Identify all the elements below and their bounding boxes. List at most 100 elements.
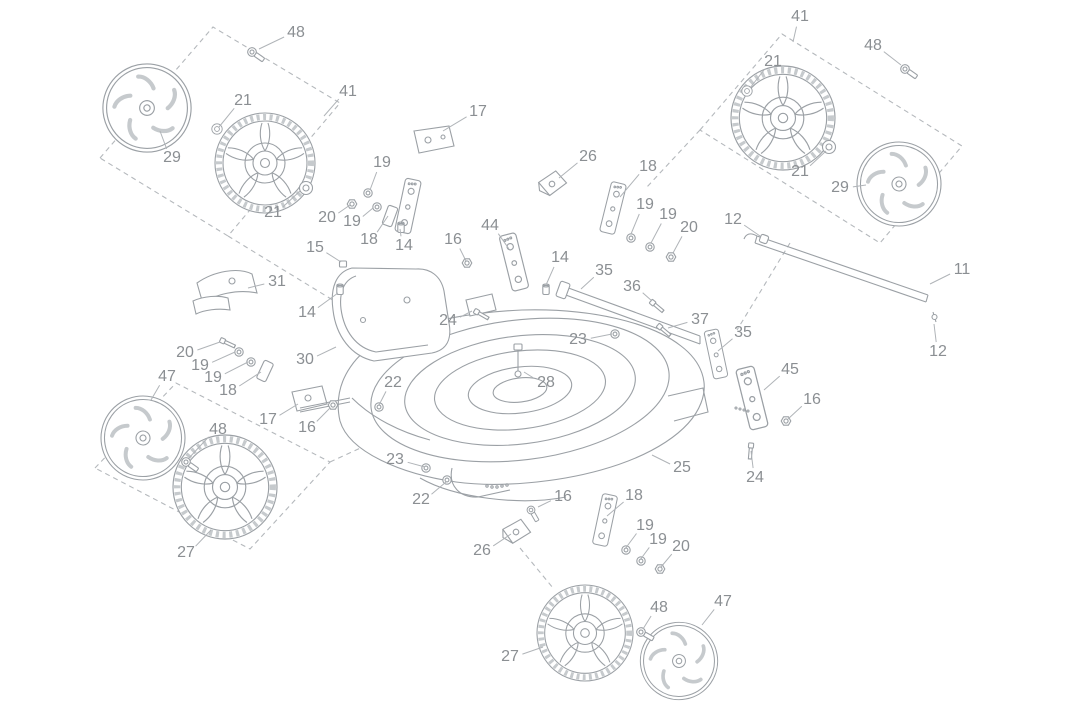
callout-label: 35 [734, 324, 752, 341]
callout-label: 17 [469, 103, 487, 120]
leader-line [159, 130, 168, 150]
leader-line [459, 248, 467, 262]
callout-label: 12 [929, 343, 947, 360]
callout-label: 15 [306, 239, 324, 256]
leader-line [239, 371, 262, 387]
leader-line [743, 224, 761, 237]
callout-label: 21 [234, 92, 252, 109]
leader-line [338, 204, 351, 214]
callout-label: 21 [791, 163, 809, 180]
assembly-box-mid-left [94, 382, 379, 550]
callout-label: 29 [831, 179, 849, 196]
hardware-top-left [211, 45, 473, 296]
leader-line [558, 162, 578, 179]
callout-label: 18 [625, 487, 643, 504]
leader-line [378, 391, 387, 406]
callout-label: 48 [209, 421, 227, 438]
callout-label: 21 [264, 204, 282, 221]
leader-line [630, 213, 640, 235]
leader-line [316, 346, 337, 357]
callout-label: 22 [384, 374, 402, 391]
callout-label: 26 [473, 542, 491, 559]
leader-line [545, 266, 555, 286]
caster-bracket-top [394, 125, 455, 235]
leader-line [883, 51, 902, 66]
leader-line [369, 171, 378, 191]
deck-mount-bolt [465, 293, 497, 322]
callout-label: 19 [636, 196, 654, 213]
callout-label: 18 [639, 158, 657, 175]
leader-line [749, 69, 765, 89]
leader-line [224, 361, 249, 375]
callout-label: 16 [298, 419, 316, 436]
callout-label: 20 [176, 344, 194, 361]
callout-label: 24 [439, 312, 457, 329]
leader-line [933, 323, 937, 343]
leader-line [606, 501, 624, 517]
leader-line [376, 215, 389, 233]
callout-label: 19 [191, 357, 209, 374]
callout-label: 26 [579, 148, 597, 165]
leader-line [431, 481, 447, 495]
callout-label: 19 [659, 206, 677, 223]
callout-label: 20 [672, 538, 690, 555]
callout-label: 48 [287, 24, 305, 41]
callout-label: 21 [764, 53, 782, 70]
leader-line [717, 338, 733, 352]
leader-line [279, 403, 299, 416]
callout-label: 16 [803, 391, 821, 408]
callout-label: 22 [412, 491, 430, 508]
callout-label: 48 [864, 37, 882, 54]
mount-plate-45 [734, 365, 792, 460]
leader-line [580, 276, 595, 290]
callout-label: 20 [680, 219, 698, 236]
leader-line [929, 273, 951, 285]
callout-label: 23 [386, 451, 404, 468]
support-rod [743, 233, 938, 323]
callout-label: 25 [673, 459, 691, 476]
deck-recess-rings [370, 317, 670, 463]
callout-label: 14 [298, 304, 316, 321]
assembly-box-top-left [99, 26, 341, 303]
callout-label: 27 [501, 648, 519, 665]
leader-line [672, 236, 683, 254]
leader-line [323, 98, 340, 117]
leader-line [258, 36, 285, 50]
leader-line [650, 223, 662, 244]
leader-line [651, 454, 671, 465]
leader-line [523, 371, 535, 379]
leader-line [537, 500, 552, 508]
callout-label: 14 [395, 237, 413, 254]
leader-line [197, 341, 221, 351]
leader-line [316, 407, 331, 422]
leader-line [660, 553, 673, 568]
callout-label: 20 [318, 209, 336, 226]
callout-label: 17 [259, 411, 277, 428]
leader-line [701, 609, 715, 626]
callout-label: 45 [781, 361, 799, 378]
leader-line [442, 116, 467, 132]
assembly-box-top-right [645, 33, 963, 331]
callout-label: 23 [569, 331, 587, 348]
callout-label: 24 [746, 469, 764, 486]
callout-label: 18 [219, 382, 237, 399]
leader-line [624, 533, 637, 550]
callout-label: 19 [649, 531, 667, 548]
callout-label: 47 [158, 368, 176, 385]
leader-line [399, 228, 402, 237]
guard-bracket [331, 267, 451, 362]
callout-label: 48 [650, 599, 668, 616]
callout-label: 47 [714, 593, 732, 610]
leader-line [792, 26, 797, 43]
leader-line [362, 207, 374, 217]
leader-line [497, 233, 510, 250]
callout-label: 41 [339, 83, 357, 100]
callout-label: 27 [177, 544, 195, 561]
leader-line [459, 310, 473, 318]
callout-label: 19 [343, 213, 361, 230]
callout-label: 28 [537, 374, 555, 391]
bracket-31 [192, 270, 258, 315]
